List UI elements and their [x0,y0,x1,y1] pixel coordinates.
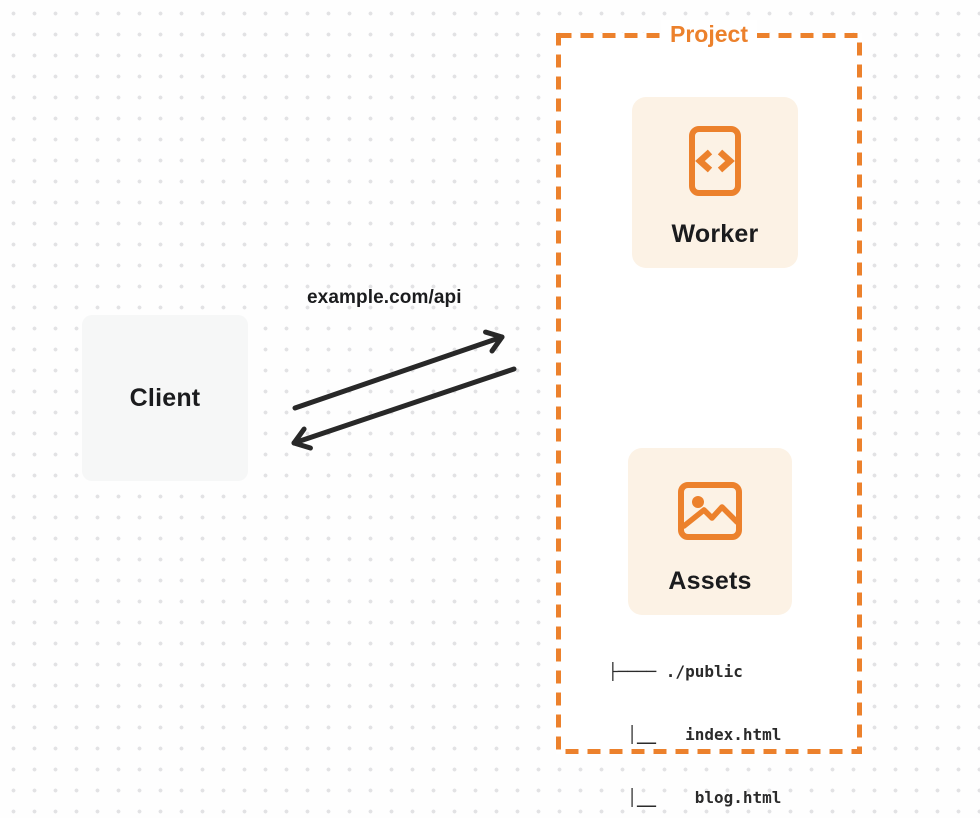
worker-label: Worker [671,220,759,248]
client-label: Client [129,383,201,412]
code-file-icon [689,126,741,196]
request-arrow [292,329,505,411]
tree-line-index: │__ index.html [608,725,782,744]
tree-line-root: ├──── ./public [608,662,743,681]
worker-node: Worker [632,97,798,268]
assets-node: Assets [628,448,792,615]
image-icon [678,482,742,540]
project-container: Project Worker Assets ├──── ./public │__… [556,20,862,807]
request-url-label: example.com/api [307,287,462,308]
response-arrow [291,366,517,451]
assets-label: Assets [668,567,752,595]
client-node: Client [82,315,248,481]
tree-line-blog: │__ blog.html [608,788,782,807]
project-dashed-border [556,33,862,754]
assets-file-tree: ├──── ./public │__ index.html │__ blog.h… [608,619,781,818]
project-title: Project [661,20,757,48]
